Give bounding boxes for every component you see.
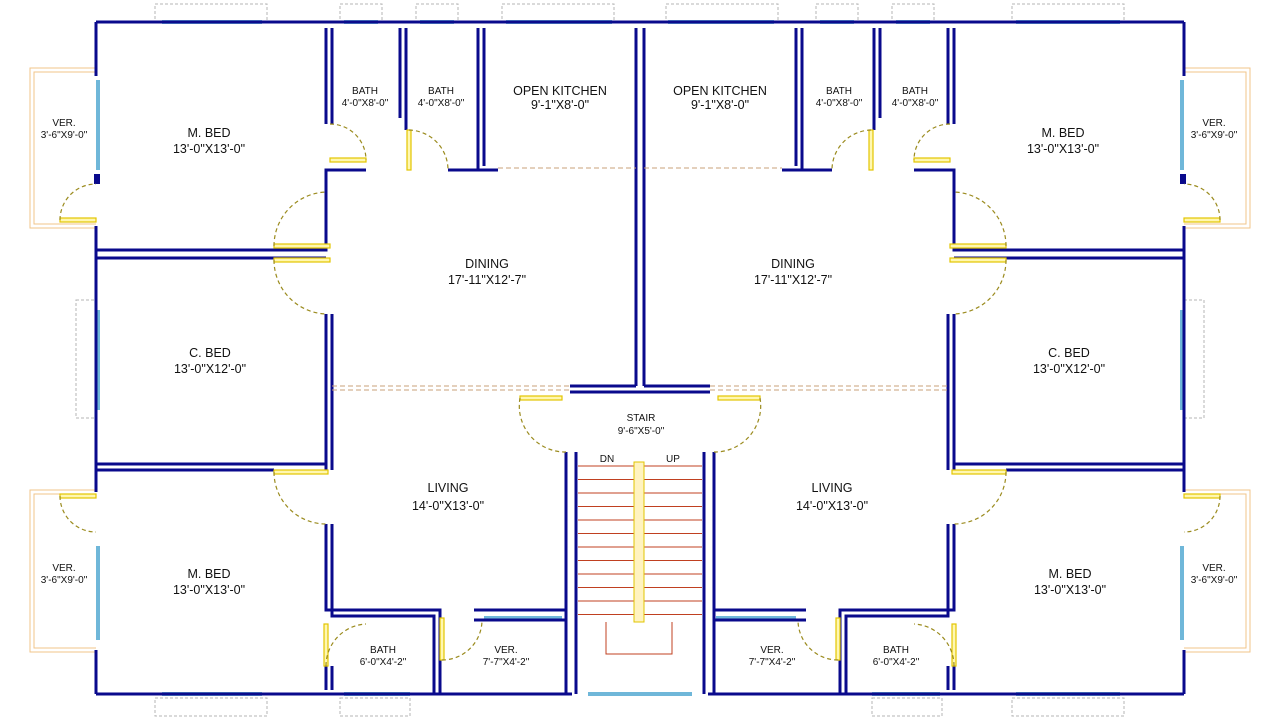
room-name-mbed-tl: M. BED [187,126,230,140]
room-size-bath-1: 4'-0"X8'-0" [342,98,389,109]
room-name-bath-bl: BATH [370,645,396,656]
room-size-ver-bl: 3'-6"X9'-0" [41,575,88,586]
room-name-kitchen-r: OPEN KITCHEN [673,84,767,98]
room-size-dining-r: 17'-11"X12'-7" [754,273,832,287]
doors [59,123,1221,667]
room-name-ver-bc-l: VER. [494,645,517,656]
staircase [578,461,702,655]
room-name-mbed-br: M. BED [1048,567,1091,581]
room-size-mbed-br: 13'-0"X13'-0" [1034,583,1106,597]
room-name-cbed-r: C. BED [1048,346,1090,360]
room-size-bath-2: 4'-0"X8'-0" [418,98,465,109]
room-size-bath-4: 4'-0"X8'-0" [892,98,939,109]
stair-up-label: UP [666,454,680,465]
room-size-kitchen-l: 9'-1"X8'-0" [531,98,589,112]
room-name-kitchen-l: OPEN KITCHEN [513,84,607,98]
room-name-dining-l: DINING [465,257,509,271]
room-size-ver-tl: 3'-6"X9'-0" [41,130,88,141]
room-name-ver-bl: VER. [52,563,75,574]
room-labels: M. BED 13'-0"X13'-0" M. BED 13'-0"X13'-0… [41,84,1238,668]
stair-down-label: DN [600,454,614,465]
room-name-living-l: LIVING [428,481,469,495]
room-size-ver-tr: 3'-6"X9'-0" [1191,130,1238,141]
room-size-bath-bl: 6'-0"X4'-2" [360,657,407,668]
room-size-cbed-r: 13'-0"X12'-0" [1033,362,1105,376]
room-name-ver-tl: VER. [52,118,75,129]
room-name-mbed-bl: M. BED [187,567,230,581]
room-name-ver-br: VER. [1202,563,1225,574]
room-name-bath-2: BATH [428,86,454,97]
room-size-mbed-tr: 13'-0"X13'-0" [1027,142,1099,156]
room-size-ver-br: 3'-6"X9'-0" [1191,575,1238,586]
room-size-bath-3: 4'-0"X8'-0" [816,98,863,109]
room-size-ver-bc-r: 7'-7"X4'-2" [749,657,796,668]
room-name-ver-tr: VER. [1202,118,1225,129]
beam-lines [332,167,948,391]
room-name-living-r: LIVING [812,481,853,495]
room-name-cbed-l: C. BED [189,346,231,360]
room-name-ver-bc-r: VER. [760,645,783,656]
room-name-stair: STAIR [627,413,656,424]
room-name-bath-4: BATH [902,86,928,97]
room-name-bath-br: BATH [883,645,909,656]
room-size-mbed-bl: 13'-0"X13'-0" [173,583,245,597]
room-size-mbed-tl: 13'-0"X13'-0" [173,142,245,156]
room-name-bath-3: BATH [826,86,852,97]
room-size-dining-l: 17'-11"X12'-7" [448,273,526,287]
walls [94,20,1186,696]
room-size-cbed-l: 13'-0"X12'-0" [174,362,246,376]
room-size-stair: 9'-6"X5'-0" [618,426,665,437]
room-name-dining-r: DINING [771,257,815,271]
room-name-mbed-tr: M. BED [1041,126,1084,140]
room-size-bath-br: 6'-0"X4'-2" [873,657,920,668]
room-size-ver-bc-l: 7'-7"X4'-2" [483,657,530,668]
room-name-bath-1: BATH [352,86,378,97]
room-size-living-l: 14'-0"X13'-0" [412,499,484,513]
room-size-kitchen-r: 9'-1"X8'-0" [691,98,749,112]
room-size-living-r: 14'-0"X13'-0" [796,499,868,513]
